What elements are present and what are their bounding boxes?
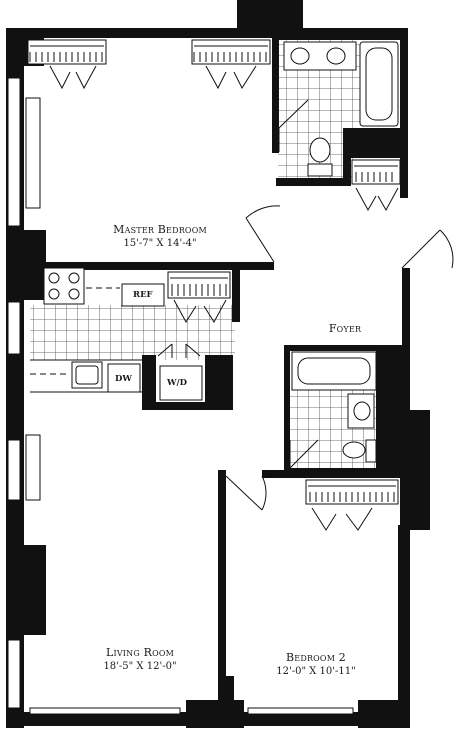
door-master-bath xyxy=(278,99,309,152)
wall-right-bath-block xyxy=(345,128,408,158)
door-entry xyxy=(401,229,454,269)
washer-dryer-icon xyxy=(159,365,203,401)
wall-right-bottom xyxy=(398,525,410,725)
window-bottom-1 xyxy=(29,707,181,715)
master-bath-fixtures xyxy=(283,41,399,177)
closet-master-left xyxy=(27,39,107,90)
wall-bath-left xyxy=(272,38,279,153)
sink-1-icon xyxy=(290,47,310,65)
bedroom-2-dimensions: 12'-0" X 10'-11" xyxy=(276,666,356,677)
closets xyxy=(27,39,401,531)
refrigerator-icon xyxy=(121,283,165,307)
window-left-3 xyxy=(7,439,21,501)
wall-top-bath xyxy=(276,28,406,40)
doors xyxy=(157,99,454,511)
wall-wd-right xyxy=(205,355,233,410)
washer-dryer-label: W/D xyxy=(167,378,188,388)
cooktop-icon xyxy=(43,267,85,305)
wall-bed2-top xyxy=(262,470,402,478)
toilet-1-icon xyxy=(309,137,331,163)
wall-left-block-2 xyxy=(6,545,46,635)
window-sill-1 xyxy=(25,97,41,209)
window-left-2 xyxy=(7,301,21,355)
wall-kitchen-right xyxy=(232,262,240,322)
window-left-1 xyxy=(7,77,21,227)
door-wd xyxy=(157,343,201,358)
closet-foyer xyxy=(351,159,401,212)
wall-right-bath xyxy=(400,28,408,198)
sink-2-icon xyxy=(326,47,346,65)
wall-bath-inner xyxy=(343,128,351,186)
refrigerator-label: REF xyxy=(133,290,153,300)
window-bottom-2 xyxy=(247,707,354,715)
closet-master-right xyxy=(191,39,271,90)
closet-bedroom-2 xyxy=(305,479,399,531)
wall-right-mid xyxy=(402,268,410,348)
wall-bath-bottom xyxy=(276,178,346,186)
wall-master-kitchen xyxy=(24,262,274,270)
wall-bottom-block-2 xyxy=(358,700,410,728)
closet-kitchen xyxy=(167,271,231,323)
bath-2-fixtures xyxy=(291,351,377,463)
wall-bath2-top xyxy=(284,345,384,351)
wall-wd-bottom xyxy=(142,402,232,410)
wall-bottom-block-1 xyxy=(186,700,244,728)
bedroom-2-name: Bedroom 2 xyxy=(286,651,346,664)
dishwasher-label: DW xyxy=(115,374,132,384)
wall-bath2-right xyxy=(376,345,386,475)
kitchen-tile xyxy=(30,305,235,360)
master-bedroom-name: Master Bedroom xyxy=(113,223,207,236)
wall-right-low xyxy=(400,410,430,530)
wall-wd-left xyxy=(142,355,156,410)
master-bedroom-dimensions: 15'-7" X 14'-4" xyxy=(123,238,197,249)
window-left-4 xyxy=(7,639,21,709)
window-sill-2 xyxy=(25,434,41,501)
wall-top xyxy=(6,28,276,38)
toilet-2-icon xyxy=(342,441,366,459)
wall-bath2-left xyxy=(284,345,290,470)
windows xyxy=(7,77,354,715)
wall-bed2-left-block xyxy=(218,676,234,702)
living-room-name: Living Room xyxy=(105,646,175,659)
door-bath-2 xyxy=(289,439,319,469)
dishwasher-icon xyxy=(107,363,141,393)
living-room-dimensions: 18'-5" X 12'-0" xyxy=(103,661,177,672)
wall-bed2-left xyxy=(218,470,226,702)
door-master xyxy=(245,205,281,263)
sink-3-icon xyxy=(353,401,371,421)
foyer-name: Foyer xyxy=(328,322,362,335)
door-bedroom-2 xyxy=(225,475,267,511)
kitchen-fixtures xyxy=(30,267,203,401)
kitchen-counter xyxy=(30,359,142,393)
